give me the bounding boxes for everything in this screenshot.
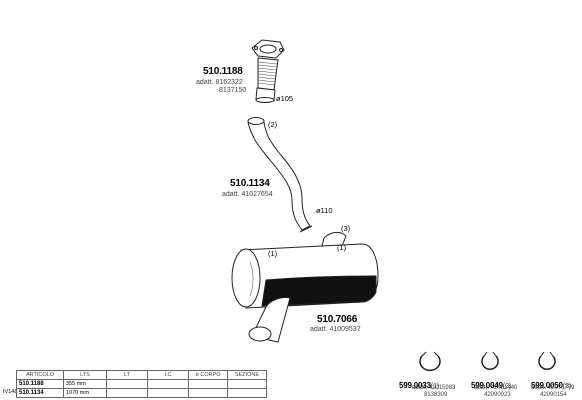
cell xyxy=(188,379,228,389)
cell: 510.1188 xyxy=(16,379,64,389)
cell xyxy=(227,379,267,389)
header-lts: LTS xyxy=(63,370,107,380)
flange-adatt-2: 8137150 xyxy=(219,87,247,94)
cell xyxy=(227,388,267,398)
cell: 510.1134 xyxy=(16,388,64,398)
flange-diameter: ø105 xyxy=(276,94,294,103)
table-side-label: IV148 xyxy=(3,389,18,395)
cell xyxy=(106,379,148,389)
clamp-599-0033-adatt-1: adatt. 41015983 xyxy=(412,385,456,391)
clamp-599-0049-adatt-1: adatt. 42081440 xyxy=(474,385,518,391)
table-row: 510.1188 355 mm xyxy=(16,379,267,389)
clamp-599-0033-adatt-2: 8138309 xyxy=(424,392,448,398)
pipe-label: (2) xyxy=(268,120,278,129)
header-sezione: SEZIONE xyxy=(227,370,267,380)
header-corpo: ø CORPO xyxy=(188,370,228,380)
cell xyxy=(147,388,189,398)
clamp-599-0049-adatt-2: 42090023 xyxy=(484,392,511,398)
header-lc: LC xyxy=(147,370,189,380)
clamp-label-599-0050: 599.0050(3) xyxy=(531,381,572,390)
pipe-diameter: ø110 xyxy=(316,206,333,215)
flange-flex-pipe xyxy=(251,39,285,103)
cell: 355 mm xyxy=(63,379,107,389)
flange-code: 510.1188 xyxy=(203,66,243,77)
muffler-label-3: (3) xyxy=(341,224,351,233)
table-header-row: ARTICOLO LTS LT LC ø CORPO SEZIONE xyxy=(16,370,267,380)
muffler-label-1b: (1) xyxy=(337,243,347,252)
clamp-label-599-0049: 599.0049(2) xyxy=(471,381,512,390)
pipe-code: 510.1134 xyxy=(230,178,270,189)
muffler-label-1a: (1) xyxy=(268,249,278,258)
pipe-adatt: adatt. 41027654 xyxy=(222,191,273,198)
clamp-599-0050 xyxy=(538,351,556,371)
header-articolo: ARTICOLO xyxy=(16,370,64,380)
muffler-adatt: adatt. 41009537 xyxy=(310,326,361,333)
cell: 1070 mm xyxy=(63,388,107,398)
clamp-599-0033 xyxy=(419,351,441,372)
cell xyxy=(147,379,189,389)
clamp-599-0049 xyxy=(481,351,499,371)
clamp-label-599-0033: 599.0033(1) xyxy=(399,381,440,390)
table-row: 510.1134 1070 mm xyxy=(16,388,267,398)
header-lt: LT xyxy=(106,370,148,380)
clamp-599-0050-adatt-2: 42090154 xyxy=(540,392,567,398)
bent-pipe xyxy=(247,117,313,233)
muffler xyxy=(231,231,379,343)
spec-table: ARTICOLO LTS LT LC ø CORPO SEZIONE 510.1… xyxy=(16,370,267,398)
cell xyxy=(106,388,148,398)
flange-adatt-1: adatt. 8162322 xyxy=(196,79,243,86)
muffler-code: 510.7066 xyxy=(317,314,358,325)
clamp-599-0050-adatt-1: adatt. 42075779 xyxy=(531,385,575,391)
cell xyxy=(188,388,228,398)
